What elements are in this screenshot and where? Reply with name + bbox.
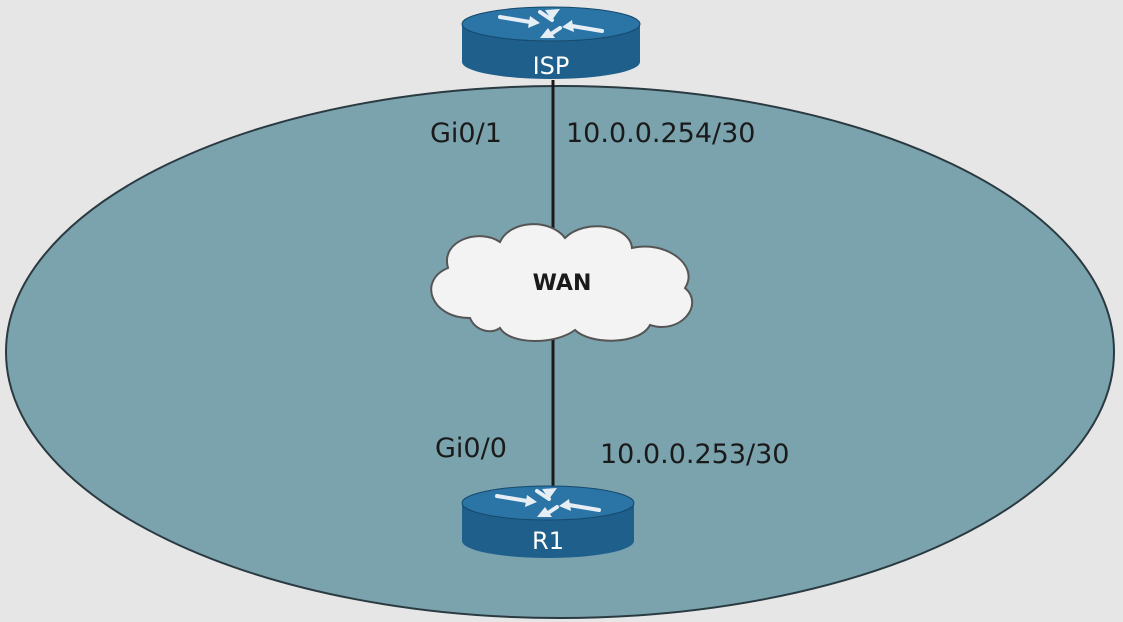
router-icon	[461, 6, 641, 79]
isp-label: ISP	[533, 52, 570, 80]
isp-ip-label: 10.0.0.254/30	[566, 118, 755, 149]
wan-label: WAN	[533, 271, 592, 296]
network-area	[5, 85, 1115, 619]
isp-router: ISP	[461, 6, 641, 80]
r1-router: R1	[461, 485, 635, 558]
r1-label: R1	[532, 527, 564, 555]
r1-interface-label: Gi0/0	[435, 433, 507, 464]
router-icon	[461, 485, 635, 558]
r1-ip-label: 10.0.0.253/30	[600, 439, 789, 470]
wan-cloud: WAN	[430, 223, 693, 342]
cloud-icon	[430, 223, 693, 342]
isp-interface-label: Gi0/1	[430, 118, 502, 149]
